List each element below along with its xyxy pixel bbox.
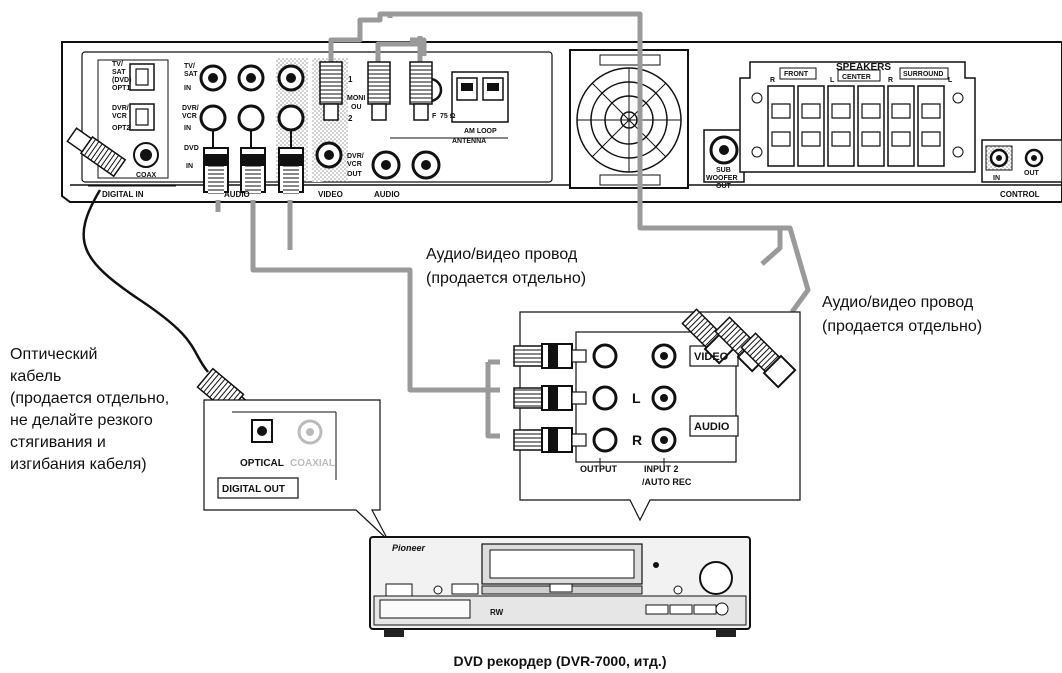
av-cable-callout-2-line-1: Аудио/видео провод: [822, 294, 974, 311]
cable-input2-audio: [640, 225, 811, 314]
f-label: F: [432, 113, 437, 120]
rw-logo: RW: [490, 608, 504, 617]
video-group-label: VIDEO: [318, 190, 343, 199]
av-cable-callout-2-line-2: (продается отдельно): [822, 318, 983, 335]
caption: DVD рекордер (DVR-7000, итд.): [453, 653, 666, 669]
audio-label: AUDIO: [694, 421, 730, 433]
plug: [409, 61, 433, 121]
coax-in-jack: [133, 142, 159, 168]
dvr-vcr-out-label-1: DVR/: [347, 153, 364, 160]
front-label: FRONT: [784, 71, 809, 78]
plug: [367, 61, 391, 121]
dvr-vcr-out-jacks: [315, 141, 441, 180]
optical-callout-line-1: Оптический: [10, 346, 98, 363]
am-loop-label: AM LOOP: [464, 128, 497, 135]
plug: [240, 147, 266, 194]
optical-callout-line-3: (продается отдельно,: [10, 390, 170, 407]
center-label: CENTER: [842, 74, 871, 81]
tv-sat-opt-label-1: TV/: [112, 61, 123, 68]
control-label: CONTROL: [1000, 190, 1040, 199]
input2-label-2: /AUTO REC: [642, 477, 692, 487]
coaxial-label: COAXIAL: [290, 458, 335, 469]
tv-sat-in-label-3: IN: [184, 85, 191, 92]
control-out-label: OUT: [1024, 170, 1040, 177]
optical-label: OPTICAL: [240, 458, 284, 469]
cable-dvr-in-loop: [250, 200, 488, 393]
control-jacks: [981, 139, 1062, 183]
monitor-out-label-2: OU: [351, 104, 362, 111]
optical-callout-line-4: не делайте резкого: [10, 412, 153, 429]
speaker-r-label-2: R: [888, 77, 893, 84]
dvr-vcr-in-label-2: VCR: [182, 113, 197, 120]
plug: [203, 147, 229, 194]
am-loop-terminal: [451, 71, 509, 123]
dvr-vcr-out-label-3: OUT: [347, 171, 363, 178]
tv-sat-in-label-1: TV/: [184, 63, 195, 70]
antenna-label: ANTENNA: [452, 138, 486, 145]
dvr-vcr-opt-label-1: DVR/: [112, 105, 129, 112]
plug: [278, 147, 304, 194]
sub-woofer-label-2: WOOFER: [706, 175, 738, 182]
cable-audio-loop: [410, 37, 427, 56]
tv-sat-in-jacks: [199, 64, 305, 92]
cable-video-out: [328, 11, 783, 266]
l-label: L: [632, 390, 641, 406]
optical-in-port-2: [129, 103, 155, 131]
output-label: OUTPUT: [580, 464, 618, 474]
dvr-vcr-out-label-2: VCR: [347, 161, 362, 168]
monitor-out-label-1: MONI: [347, 95, 365, 102]
dvr-vcr-in-label-3: IN: [184, 125, 191, 132]
jack-num-2: 2: [348, 114, 353, 123]
video-label: VIDEO: [694, 351, 729, 363]
digital-out-label: DIGITAL OUT: [222, 484, 285, 495]
cooling-fan: [569, 49, 689, 189]
audio-group-label-right: AUDIO: [374, 190, 400, 199]
tv-sat-opt-label-2: SAT: [112, 69, 126, 76]
tv-sat-in-label-2: SAT: [184, 71, 198, 78]
dvr-vcr-in-label-1: DVR/: [182, 105, 199, 112]
dvd-in-label-1: DVD: [184, 145, 199, 152]
receiver-plugs: [203, 61, 433, 194]
dvd-recorder: Pioneer RW: [369, 536, 751, 637]
recorder-rear-panel: [513, 308, 801, 522]
audio-group-label-left: AUDIO: [224, 190, 250, 199]
av-cables: [250, 11, 811, 439]
digital-out-panel: [203, 399, 389, 541]
surround-label: SURROUND: [903, 71, 943, 78]
optical-callout-line-5: стягивания и: [10, 434, 106, 451]
ohm-label: 75 Ω: [440, 113, 456, 120]
optical-in-port-1: [129, 63, 155, 91]
tv-sat-opt-label-3: (DVD): [112, 77, 131, 84]
dvd-in-label-2: IN: [186, 163, 193, 170]
dvr-vcr-opt-label-2: VCR: [112, 113, 127, 120]
optical-callout-line-6: изгибания кабеля): [10, 456, 147, 473]
input2-label-1: INPUT 2: [644, 464, 679, 474]
sub-woofer-label-1: SUB: [716, 167, 731, 174]
speaker-l-label-2: L: [948, 77, 953, 84]
av-cable-callout-1-line-1: Аудио/видео провод: [426, 246, 578, 263]
speaker-terminals: [739, 61, 976, 173]
dvr-vcr-opt-label-3: OPT2: [112, 125, 130, 132]
speaker-r-label-1: R: [770, 77, 775, 84]
r-label: R: [632, 432, 642, 448]
brand-logo: Pioneer: [392, 543, 426, 553]
receiver-back-panel: [61, 41, 1062, 203]
speaker-l-label-1: L: [830, 77, 835, 84]
plug: [319, 61, 343, 121]
optical-callout-line-2: кабель: [10, 368, 62, 385]
jack-num-1: 1: [348, 75, 353, 84]
dvr-vcr-in-jacks: [199, 104, 305, 132]
subwoofer-out-jack: [703, 129, 745, 183]
speakers-label: SPEAKERS: [836, 62, 891, 73]
digital-in-label: DIGITAL IN: [102, 190, 144, 199]
tv-sat-opt-label-4: OPT1: [112, 85, 130, 92]
av-cable-callout-1-line-2: (продается отдельно): [426, 270, 587, 287]
control-in-label: IN: [993, 175, 1000, 182]
sub-woofer-label-3: OUT: [716, 183, 732, 190]
coax-label: COAX: [136, 172, 157, 179]
